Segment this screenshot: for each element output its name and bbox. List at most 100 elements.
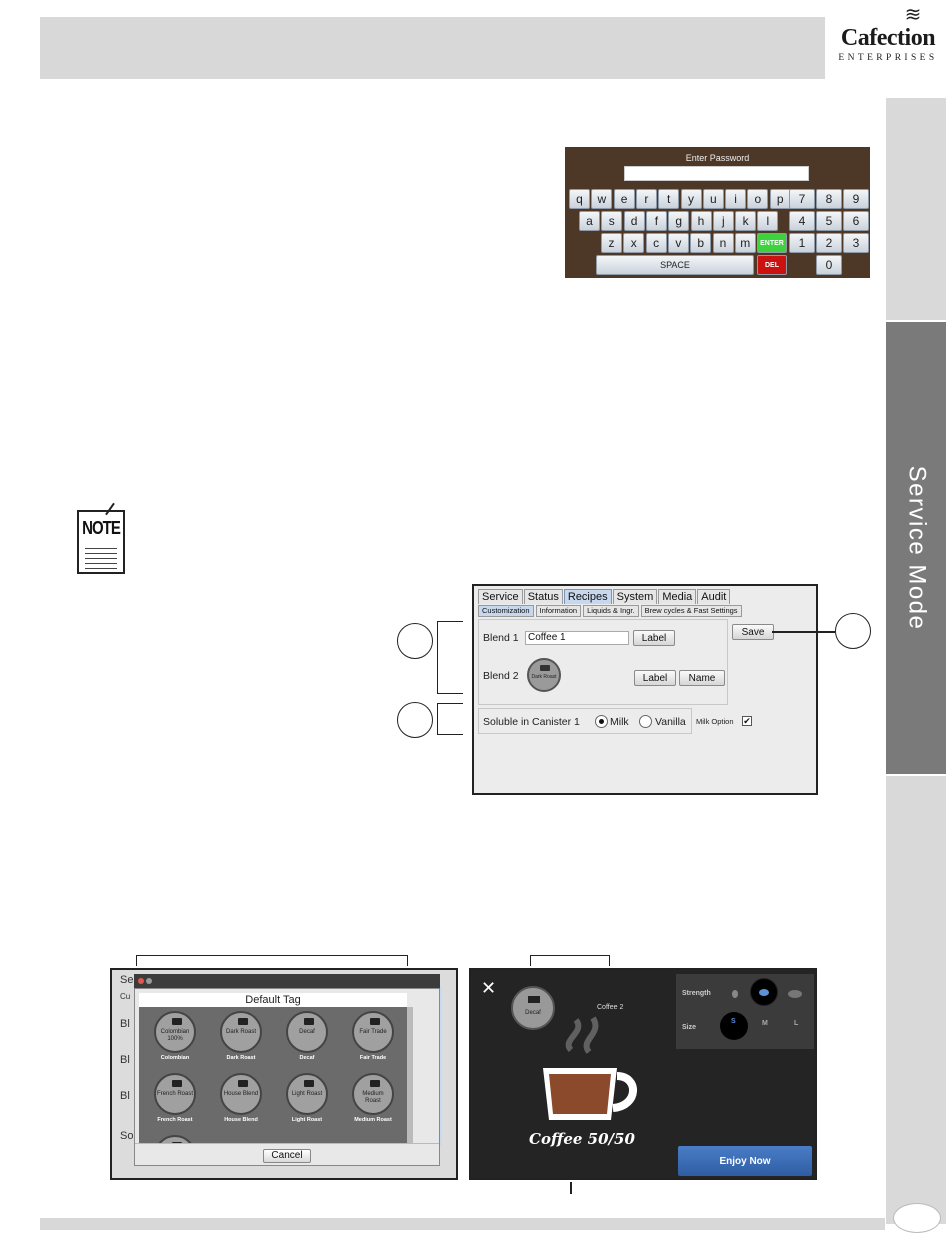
space-key[interactable]: SPACE bbox=[596, 255, 754, 275]
tab-service[interactable]: Service bbox=[478, 589, 523, 604]
enter-key[interactable]: ENTER bbox=[757, 233, 787, 253]
side-tab-label: Service Mode bbox=[903, 465, 931, 631]
key-x[interactable]: x bbox=[623, 233, 645, 253]
key-l[interactable]: l bbox=[757, 211, 779, 231]
numpad-2[interactable]: 2 bbox=[816, 233, 842, 253]
key-p[interactable]: p bbox=[769, 189, 791, 209]
milk-label: Milk bbox=[610, 716, 629, 728]
tab-recipes[interactable]: Recipes bbox=[563, 589, 612, 604]
key-m[interactable]: m bbox=[734, 233, 756, 253]
callout-bracket-1 bbox=[437, 621, 463, 694]
numpad-9[interactable]: 9 bbox=[843, 189, 869, 209]
strength-high-icon[interactable] bbox=[788, 990, 802, 998]
numpad-1[interactable]: 1 bbox=[789, 233, 815, 253]
tag-name: Dark Roast bbox=[226, 1055, 256, 1061]
bg-subtab-label: Cu bbox=[120, 992, 131, 1001]
size-l-button[interactable]: L bbox=[794, 1020, 799, 1027]
key-d[interactable]: d bbox=[623, 211, 645, 231]
blend2-label-button[interactable]: Label bbox=[634, 670, 676, 686]
subtab-information[interactable]: Information bbox=[535, 605, 582, 617]
save-button[interactable]: Save bbox=[732, 624, 774, 640]
key-k[interactable]: k bbox=[735, 211, 757, 231]
key-r[interactable]: r bbox=[635, 189, 657, 209]
tag-name: Medium Roast bbox=[354, 1117, 392, 1123]
bg-blend-label-1: Bl bbox=[120, 1018, 130, 1030]
key-j[interactable]: j bbox=[712, 211, 734, 231]
key-e[interactable]: e bbox=[613, 189, 635, 209]
close-window-icon[interactable] bbox=[138, 978, 144, 984]
subtab-liquids[interactable]: Liquids & Ingr. bbox=[583, 605, 639, 617]
numpad-8[interactable]: 8 bbox=[816, 189, 842, 209]
cafection-logo: ≋ Cafection ENTERPRISES bbox=[828, 4, 948, 82]
password-field[interactable] bbox=[624, 166, 809, 181]
side-tab-service-mode bbox=[886, 322, 946, 774]
key-y[interactable]: y bbox=[680, 189, 702, 209]
blend2-name-button[interactable]: Name bbox=[679, 670, 725, 686]
tag-option-partial[interactable] bbox=[145, 1133, 205, 1143]
numpad-0[interactable]: 0 bbox=[816, 255, 842, 275]
delete-key[interactable]: DEL bbox=[757, 255, 787, 275]
drink-options-panel: Strength Size S M L bbox=[676, 974, 814, 1049]
key-b[interactable]: b bbox=[690, 233, 712, 253]
page-number-oval bbox=[893, 1203, 941, 1233]
numpad-3[interactable]: 3 bbox=[843, 233, 869, 253]
soluble-label: Soluble in Canister 1 bbox=[483, 716, 580, 728]
key-c[interactable]: c bbox=[645, 233, 667, 253]
steam-icon: ≋ bbox=[904, 2, 922, 26]
tag-dialog-bracket bbox=[136, 955, 408, 966]
sub-tabs: Customization Information Liquids & Ingr… bbox=[478, 605, 744, 617]
coffee-screen-pointer bbox=[570, 1182, 572, 1194]
key-n[interactable]: n bbox=[712, 233, 734, 253]
key-g[interactable]: g bbox=[668, 211, 690, 231]
blend1-name-input[interactable]: Coffee 1 bbox=[525, 631, 629, 645]
coffee-tag-icon: Colombian 100% bbox=[154, 1011, 196, 1053]
blend1-label-button[interactable]: Label bbox=[633, 630, 675, 646]
key-u[interactable]: u bbox=[702, 189, 724, 209]
numpad-7[interactable]: 7 bbox=[789, 189, 815, 209]
key-v[interactable]: v bbox=[667, 233, 689, 253]
cup-icon bbox=[172, 1080, 182, 1087]
numpad-4[interactable]: 4 bbox=[789, 211, 815, 231]
enjoy-now-button[interactable]: Enjoy Now bbox=[678, 1146, 812, 1176]
strength-low-icon[interactable] bbox=[732, 990, 738, 998]
cup-icon bbox=[172, 1018, 182, 1025]
key-h[interactable]: h bbox=[690, 211, 712, 231]
key-t[interactable]: t bbox=[658, 189, 680, 209]
tab-status[interactable]: Status bbox=[523, 589, 563, 604]
numpad-6[interactable]: 6 bbox=[843, 211, 869, 231]
blend2-label: Blend 2 bbox=[483, 670, 519, 682]
cancel-button[interactable]: Cancel bbox=[263, 1149, 311, 1163]
key-z[interactable]: z bbox=[601, 233, 622, 253]
size-s-button[interactable] bbox=[720, 1012, 748, 1040]
tag-grid-scrollbar[interactable] bbox=[407, 1007, 413, 1143]
subtab-brew-cycles[interactable]: Brew cycles & Fast Settings bbox=[640, 605, 742, 617]
close-icon[interactable]: ✕ bbox=[481, 978, 497, 998]
minimize-window-icon[interactable] bbox=[146, 978, 152, 984]
milk-radio[interactable] bbox=[595, 715, 608, 728]
milk-option-checkbox[interactable]: ✔ bbox=[742, 716, 752, 726]
key-f[interactable]: f bbox=[645, 211, 667, 231]
tag-option[interactable]: Colombian 100%Colombian bbox=[145, 1009, 205, 1065]
tab-system[interactable]: System bbox=[612, 589, 658, 604]
tab-media[interactable]: Media bbox=[658, 589, 697, 604]
key-o[interactable]: o bbox=[747, 189, 769, 209]
key-a[interactable]: a bbox=[579, 211, 600, 231]
blend2-pod-image[interactable]: Dark Roast bbox=[527, 658, 561, 692]
size-m-button[interactable]: M bbox=[762, 1020, 768, 1027]
key-i[interactable]: i bbox=[725, 189, 747, 209]
subtab-customization[interactable]: Customization bbox=[478, 605, 534, 617]
coffee-tag-icon: Fair Trade bbox=[352, 1011, 394, 1053]
key-q[interactable]: q bbox=[569, 189, 590, 209]
tab-audit[interactable]: Audit bbox=[697, 589, 731, 604]
key-w[interactable]: w bbox=[591, 189, 613, 209]
numpad-5[interactable]: 5 bbox=[816, 211, 842, 231]
key-s[interactable]: s bbox=[601, 211, 623, 231]
vanilla-radio[interactable] bbox=[639, 715, 652, 728]
